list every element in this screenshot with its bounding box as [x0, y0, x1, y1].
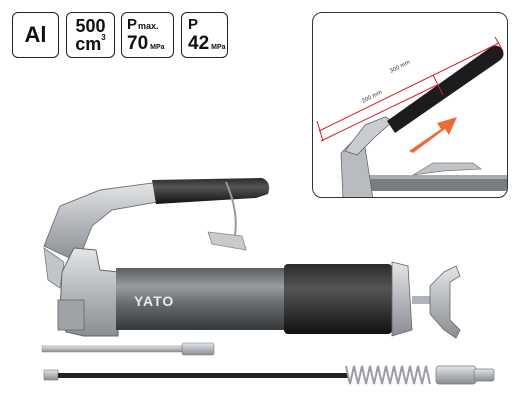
working-pressure-label: P [188, 16, 199, 33]
barrel-grip [284, 264, 392, 334]
leverage-diagram: 300 mm 200 mm [316, 36, 507, 197]
hose-spring-guard [345, 365, 431, 385]
leverage-inset: 300 mm 200 mm [312, 12, 508, 198]
dim-line-300 [318, 42, 500, 132]
push-arrow-icon [409, 117, 457, 153]
lever-linkage [43, 181, 169, 263]
material-label: Al [24, 22, 47, 47]
volume-badge: 500 cm3 [66, 12, 115, 58]
coupler-tip [473, 368, 495, 382]
volume-unit: cm3 [75, 33, 106, 54]
material-badge: Al [12, 12, 59, 58]
plunger-t-handle [429, 265, 461, 339]
volume-value: 500 [75, 16, 106, 36]
dim-line-200 [320, 84, 438, 142]
rigid-tube-coupler [181, 342, 215, 356]
flexible-hose [58, 373, 348, 378]
barrel [116, 268, 286, 330]
inset-handle-grip [387, 45, 504, 133]
end-cap [391, 261, 413, 337]
hydraulic-coupler [435, 365, 477, 385]
hose-end-fitting [43, 369, 59, 381]
brand-logo: YATO [134, 293, 174, 309]
rigid-extension-tube [41, 345, 183, 353]
lever-handle-grip [152, 178, 270, 204]
